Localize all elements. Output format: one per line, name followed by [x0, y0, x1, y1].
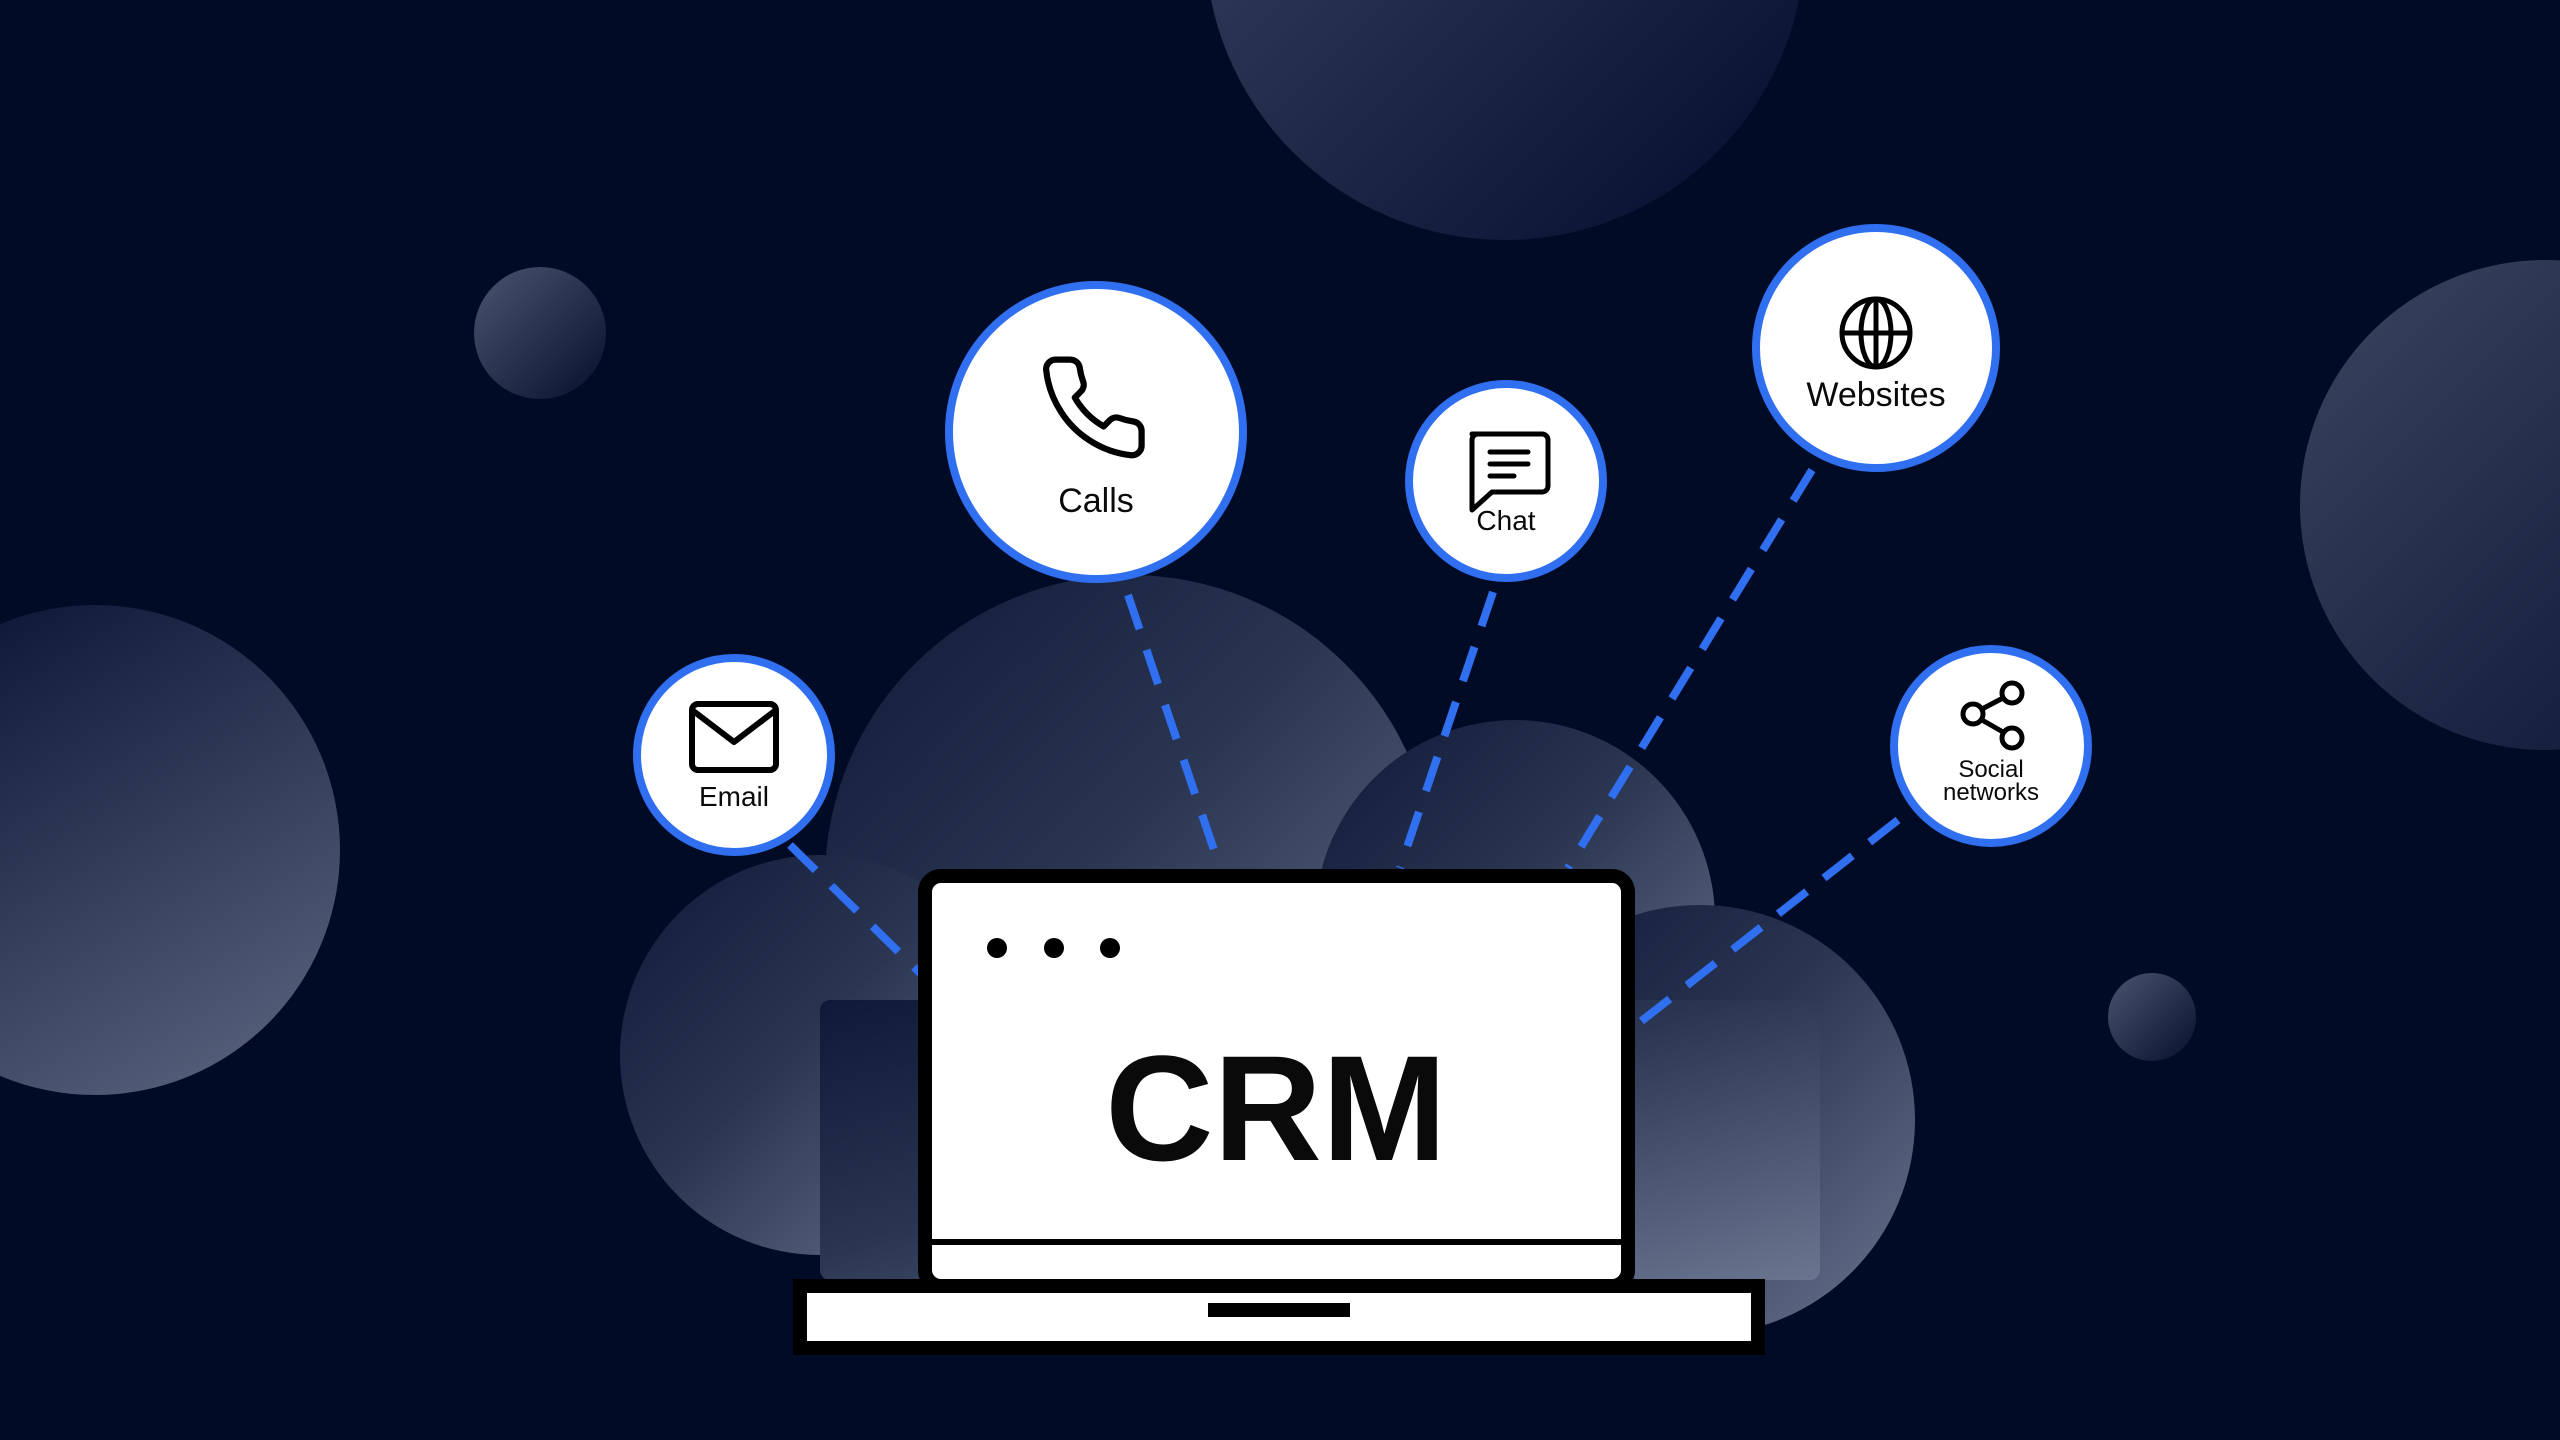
crm-title: CRM — [1105, 1024, 1447, 1192]
envelope-icon — [689, 701, 779, 773]
calls-label: Calls — [1058, 482, 1134, 520]
bg-orb-small-left — [474, 267, 606, 399]
channel-node-social: Social networks — [1890, 645, 2092, 847]
laptop: CRM — [793, 869, 1765, 1355]
channel-node-chat: Chat — [1405, 380, 1607, 582]
phone-icon — [1043, 356, 1145, 459]
window-dot — [1100, 938, 1120, 958]
bg-orb-top — [1211, 0, 1799, 240]
channel-node-email: Email — [633, 654, 835, 856]
channel-node-calls: Calls — [945, 281, 1247, 583]
window-dot — [1044, 938, 1064, 958]
laptop-trackpad-notch — [1208, 1303, 1350, 1317]
window-dot — [987, 938, 1007, 958]
connector-calls — [1124, 593, 1222, 864]
connector-chat — [1396, 590, 1497, 870]
websites-label: Websites — [1806, 376, 1945, 414]
bg-orb-small-right — [2108, 973, 2196, 1061]
social-label-line2: networks — [1943, 779, 2039, 806]
email-label: Email — [699, 781, 769, 812]
bg-orb-left — [0, 605, 340, 1095]
bg-orb-right — [2300, 260, 2560, 750]
connector-websites — [1564, 467, 1816, 871]
social-label-line1: Social — [1958, 756, 2023, 783]
channel-node-websites: Websites — [1752, 224, 2000, 472]
chat-bubble-icon — [1469, 431, 1551, 513]
chat-label: Chat — [1476, 505, 1535, 536]
globe-icon — [1839, 296, 1913, 370]
share-icon — [1960, 680, 2025, 751]
connector-email — [787, 842, 925, 978]
